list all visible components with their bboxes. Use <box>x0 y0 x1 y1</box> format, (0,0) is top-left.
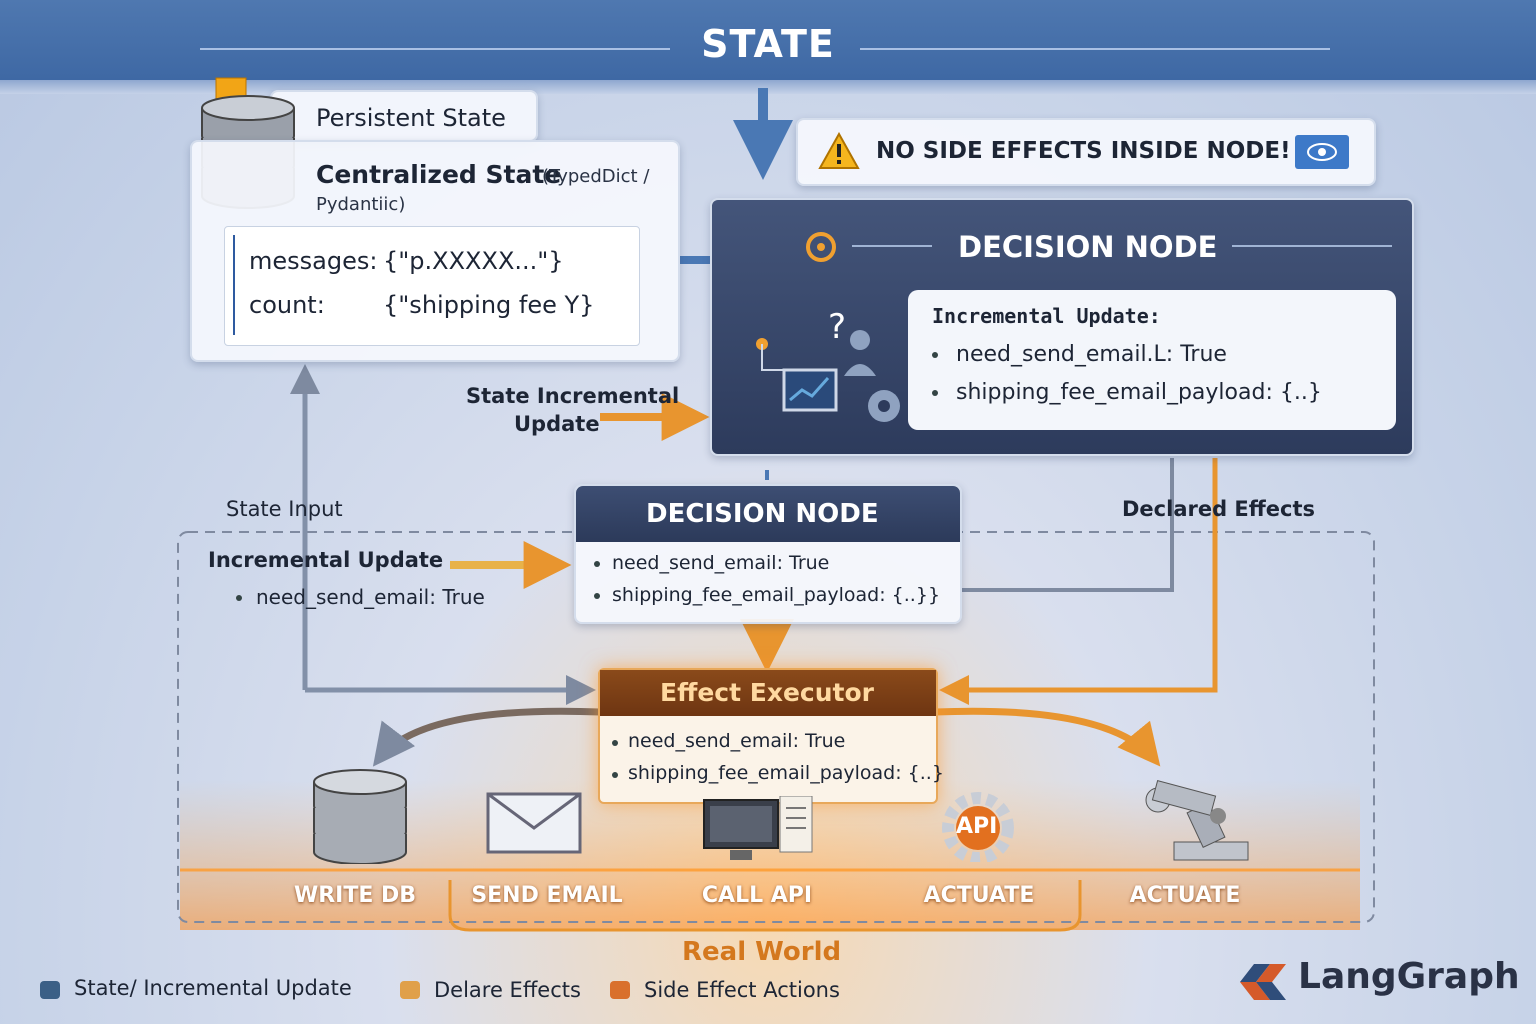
langgraph-logo-icon <box>1240 964 1286 1000</box>
node-icon <box>806 232 836 262</box>
decision-node-top-title: DECISION NODE <box>958 230 1218 264</box>
svg-text:?: ? <box>828 307 846 347</box>
database-write-icon <box>313 769 407 864</box>
action-label-send-email: SEND EMAIL <box>471 883 623 908</box>
decision-node-top: DECISION NODE ? Incremental Update: need… <box>710 198 1414 456</box>
state-val-messages: {"p.XXXXX..."} <box>383 247 564 275</box>
executor-item-email: need_send_email: True <box>628 730 846 752</box>
action-label-actuate-2: ACTUATE <box>1129 883 1241 908</box>
computer-icon <box>703 796 813 860</box>
mid-item-email: need_send_email: True <box>612 552 830 574</box>
update-item-payload: shipping_fee_email_payload: {..} <box>956 380 1322 405</box>
state-incremental-label-2: Update <box>514 412 600 436</box>
decision-illustration-icon: ? <box>756 307 900 422</box>
decision-node-mid: DECISION NODE need_send_email: True ship… <box>574 484 962 624</box>
legend-label-state: State/ Incremental Update <box>74 976 352 1000</box>
mid-item-payload: shipping_fee_email_payload: {..}} <box>612 584 941 606</box>
centralized-state-title: Centralized State <box>316 160 562 189</box>
centralized-state-card: Centralized State (TypedDict / Pydantiic… <box>190 140 680 362</box>
persistent-state-label: Persistent State <box>316 104 506 132</box>
decision-node-mid-title: DECISION NODE <box>646 499 879 529</box>
effect-executor-title: Effect Executor <box>660 678 874 707</box>
incremental-update-item: need_send_email: True <box>256 585 485 609</box>
centralized-type-hint: (TypedDict / <box>542 166 650 187</box>
state-input-label: State Input <box>226 497 343 521</box>
email-icon <box>486 792 582 854</box>
legend-label-side-effect: Side Effect Actions <box>644 978 840 1002</box>
incremental-update-box: Incremental Update: need_send_email.L: T… <box>908 290 1396 430</box>
robot-arm-icon <box>1145 779 1249 861</box>
legend-swatch-state <box>40 981 60 999</box>
state-key-messages: messages: <box>249 247 378 275</box>
eye-icon <box>1295 135 1349 169</box>
header-bar <box>0 0 1536 94</box>
declared-effects-label: Declared Effects <box>1122 497 1316 521</box>
action-label-call-api: CALL API <box>701 883 813 908</box>
brand-name: LangGraph <box>1298 956 1520 997</box>
api-gear-icon: API <box>930 790 1026 862</box>
effect-executor: Effect Executor need_send_email: True sh… <box>598 668 944 804</box>
warning-text: NO SIDE EFFECTS INSIDE NODE! <box>876 138 1291 164</box>
warning-icon <box>818 132 860 169</box>
legend-swatch-declare <box>400 981 420 999</box>
centralized-type-hint-2: Pydantiic) <box>316 194 406 215</box>
persistent-state-card: Persistent State <box>270 90 538 142</box>
action-label-write-db: WRITE DB <box>293 883 417 908</box>
decision-node-mid-header: DECISION NODE <box>576 486 960 542</box>
legend-swatch-side-effect <box>610 981 630 999</box>
executor-item-payload: shipping_fee_email_payload: {..} <box>628 762 944 784</box>
action-label-actuate-1: ACTUATE <box>923 883 1035 908</box>
state-key-count: count: <box>249 291 325 319</box>
page-title: STATE <box>701 22 835 66</box>
api-badge: API <box>956 814 998 839</box>
state-val-count: {"shipping fee Y} <box>383 291 595 319</box>
real-world-label: Real World <box>682 937 842 967</box>
state-fields-box: messages: {"p.XXXXX..."} count: {"shippi… <box>224 226 640 346</box>
effect-executor-header: Effect Executor <box>600 670 936 716</box>
legend-label-declare: Delare Effects <box>434 978 581 1002</box>
update-item-email: need_send_email.L: True <box>956 342 1227 367</box>
incremental-update-title: Incremental Update: <box>932 304 1161 328</box>
state-incremental-label: State Incremental <box>466 384 680 408</box>
incremental-update-label: Incremental Update <box>208 548 444 572</box>
warning-banner: NO SIDE EFFECTS INSIDE NODE! <box>796 118 1376 186</box>
